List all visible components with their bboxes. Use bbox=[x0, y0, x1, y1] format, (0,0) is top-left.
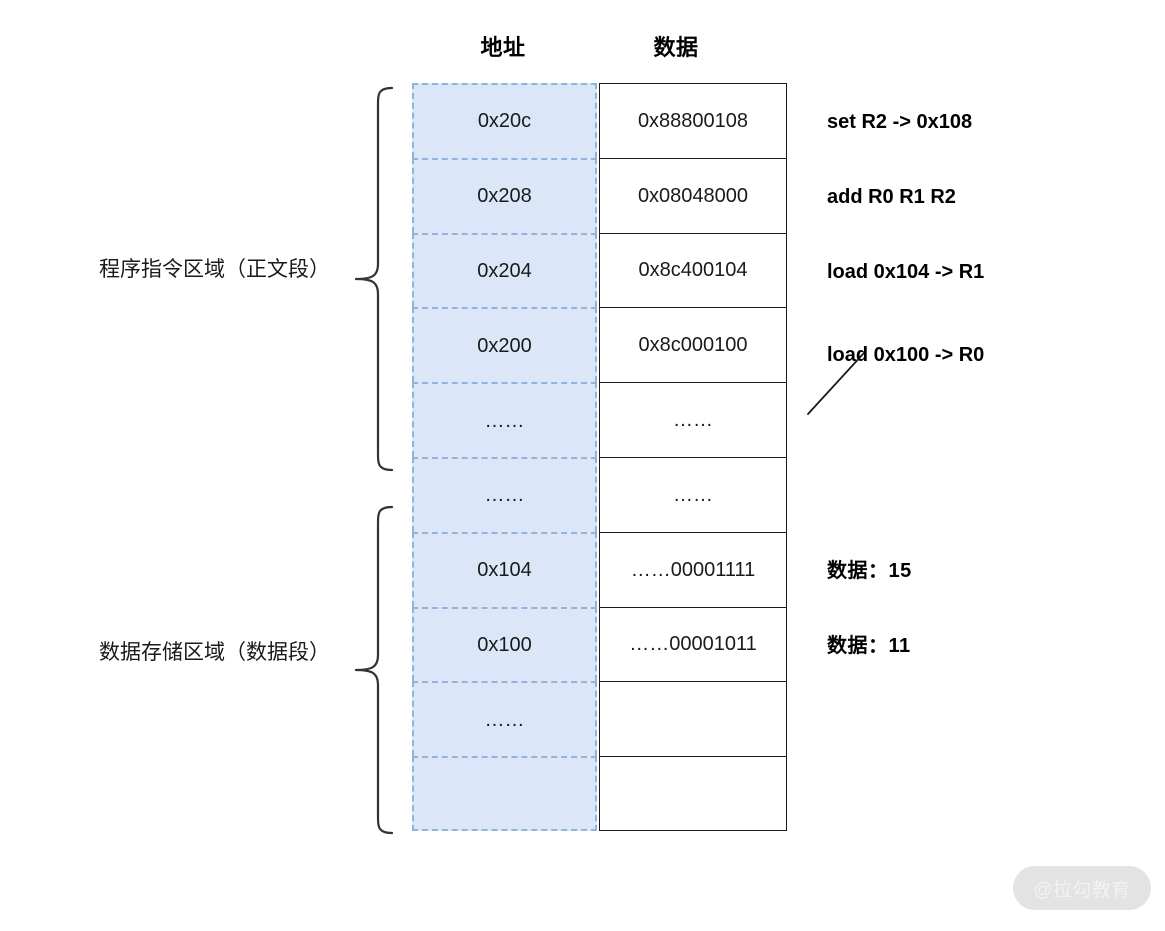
column-header-address: 地址 bbox=[480, 35, 526, 60]
table-row: 0x200 0x8c000100 bbox=[412, 307, 787, 383]
annotation-data-15: 数据：15 bbox=[827, 560, 912, 582]
brace-text-segment bbox=[352, 86, 396, 472]
address-cell: 0x104 bbox=[412, 531, 597, 607]
brace-data-segment bbox=[352, 505, 396, 835]
annotation-data-11: 数据：11 bbox=[827, 635, 911, 657]
column-header-data: 数据 bbox=[653, 35, 699, 60]
address-cell: …… bbox=[412, 382, 597, 457]
data-cell: 0x8c400104 bbox=[599, 232, 787, 308]
data-cell bbox=[599, 756, 787, 831]
data-cell: …… bbox=[599, 382, 787, 457]
annotation-set-r2: set R2 -> 0x108 bbox=[827, 111, 973, 133]
table-row bbox=[412, 756, 787, 831]
data-cell: ……00001011 bbox=[599, 606, 787, 682]
address-cell: 0x20c bbox=[412, 83, 597, 158]
data-cell bbox=[599, 681, 787, 757]
brace-text-segment-icon bbox=[354, 86, 394, 472]
table-row: 0x20c 0x88800108 bbox=[412, 83, 787, 158]
address-cell bbox=[412, 756, 597, 831]
address-cell: 0x100 bbox=[412, 606, 597, 682]
section-label-text-segment: 程序指令区域（正文段） bbox=[99, 258, 330, 281]
annotation-load-0x100: load 0x100 -> R0 bbox=[827, 344, 985, 366]
annotation-load-0x104: load 0x104 -> R1 bbox=[827, 261, 985, 283]
watermark-text: @拉勾教育 bbox=[1033, 879, 1131, 901]
data-cell: …… bbox=[599, 456, 787, 532]
table-row: 0x100 ……00001011 bbox=[412, 606, 787, 682]
address-cell: 0x208 bbox=[412, 157, 597, 233]
pointer-leader-line bbox=[800, 348, 880, 423]
address-cell: …… bbox=[412, 456, 597, 532]
address-cell: 0x204 bbox=[412, 232, 597, 308]
table-row: 0x208 0x08048000 bbox=[412, 157, 787, 233]
data-cell: 0x08048000 bbox=[599, 157, 787, 233]
table-row: 0x104 ……00001111 bbox=[412, 531, 787, 607]
memory-table: 0x20c 0x88800108 0x208 0x08048000 0x204 … bbox=[412, 83, 787, 831]
table-row: …… bbox=[412, 681, 787, 757]
address-cell: 0x200 bbox=[412, 307, 597, 383]
table-row: …… …… bbox=[412, 456, 787, 532]
data-cell: ……00001111 bbox=[599, 531, 787, 607]
section-label-data-segment: 数据存储区域（数据段） bbox=[99, 641, 330, 664]
table-row: 0x204 0x8c400104 bbox=[412, 232, 787, 308]
table-row: …… …… bbox=[412, 382, 787, 457]
annotation-add-r0-r1-r2: add R0 R1 R2 bbox=[827, 186, 956, 208]
brace-data-segment-icon bbox=[354, 505, 394, 835]
address-cell: …… bbox=[412, 681, 597, 757]
watermark-badge: @拉勾教育 bbox=[1013, 866, 1151, 910]
leader-line-icon bbox=[807, 353, 864, 415]
data-cell: 0x8c000100 bbox=[599, 307, 787, 383]
data-cell: 0x88800108 bbox=[599, 83, 787, 158]
